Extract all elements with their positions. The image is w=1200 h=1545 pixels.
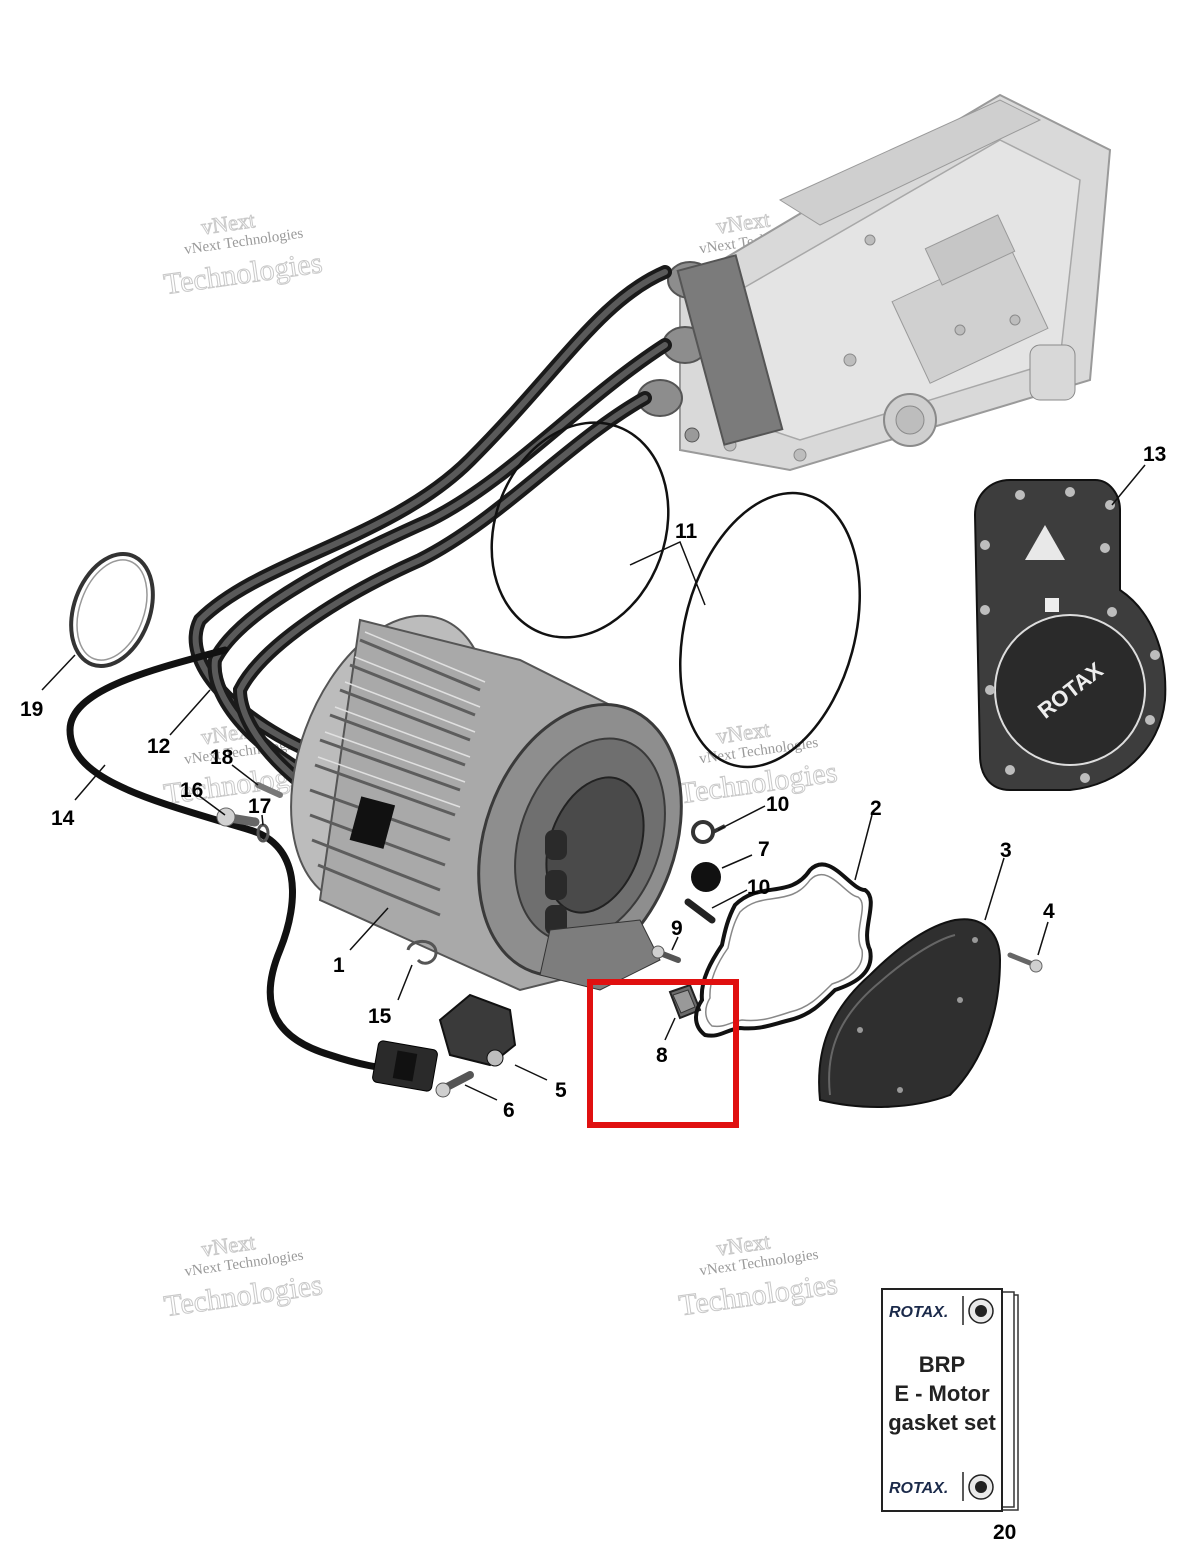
part-10-banjo [691, 820, 726, 844]
highlight-box [587, 979, 739, 1128]
part-9-screw [651, 945, 681, 963]
callout-15: 15 [368, 1005, 392, 1028]
leader-lines [41, 464, 1146, 1101]
callout-10-top: 10 [766, 793, 789, 816]
callout-14: 14 [51, 807, 75, 830]
callout-20: 20 [993, 1521, 1016, 1544]
part-10-screw [684, 898, 716, 924]
callout-labels: 1 2 3 4 5 6 7 8 9 10 10 11 12 13 14 15 1… [20, 443, 1166, 1544]
callout-1: 1 [333, 954, 345, 977]
callout-18: 18 [210, 746, 234, 769]
booklet-brand-top: ROTAX. [889, 1304, 948, 1321]
part-4-bolt [1007, 952, 1043, 973]
brp-logo-icon [968, 1298, 994, 1324]
part-3-cover [818, 918, 1002, 1108]
watermark-bottom-left: vNext vNext Technologies Technologies [161, 1229, 325, 1324]
o-ring-11-b [679, 491, 861, 769]
harness-connector [372, 1040, 438, 1092]
part-2-gasket [694, 862, 873, 1038]
gasket-set-booklet: ROTAX. BRP E - Motor gasket set ROTAX. [881, 1288, 1019, 1512]
callout-4: 4 [1043, 900, 1055, 923]
motor-controller-unit [637, 93, 1112, 472]
callout-10-bottom: 10 [747, 876, 770, 899]
sensor-harness [66, 646, 404, 1074]
callout-3: 3 [1000, 839, 1012, 862]
callout-6: 6 [503, 1099, 515, 1122]
booklet-title-line1: BRP [919, 1352, 965, 1377]
part-8-filter [668, 983, 702, 1020]
o-ring-11-a [490, 421, 670, 639]
part-5-sensor [438, 993, 517, 1067]
part-18-bolt [255, 782, 283, 798]
part-7-plug [691, 862, 721, 892]
callout-17: 17 [248, 795, 271, 818]
callout-2: 2 [870, 797, 882, 820]
booklet-brand-bottom: ROTAX. [889, 1480, 948, 1497]
booklet-title-line3: gasket set [888, 1410, 996, 1435]
e-motor [290, 614, 683, 992]
callout-19: 19 [20, 698, 43, 721]
callout-9: 9 [671, 917, 683, 940]
watermark-top-left: vNext vNext Technologies Technologies [161, 207, 325, 302]
part-15-clip [406, 940, 438, 965]
callout-12: 12 [147, 735, 170, 758]
o-ring-19 [69, 551, 155, 669]
callout-8: 8 [656, 1044, 668, 1067]
callout-7: 7 [758, 838, 770, 861]
callout-11: 11 [675, 520, 698, 543]
booklet-title-line2: E - Motor [894, 1381, 990, 1406]
brp-logo-icon [968, 1474, 994, 1500]
part-16-bolt [216, 807, 260, 827]
callout-16: 16 [180, 779, 203, 802]
watermark-bottom-right: vNext vNext Technologies Technologies [676, 1228, 840, 1323]
watermark-mid-right: vNext vNext Technologies Technologies [676, 716, 840, 811]
callout-13: 13 [1143, 443, 1166, 466]
part-13-rotax-cover: ROTAX [973, 479, 1167, 791]
callout-5: 5 [555, 1079, 567, 1102]
part-6-bolt [435, 1071, 474, 1098]
